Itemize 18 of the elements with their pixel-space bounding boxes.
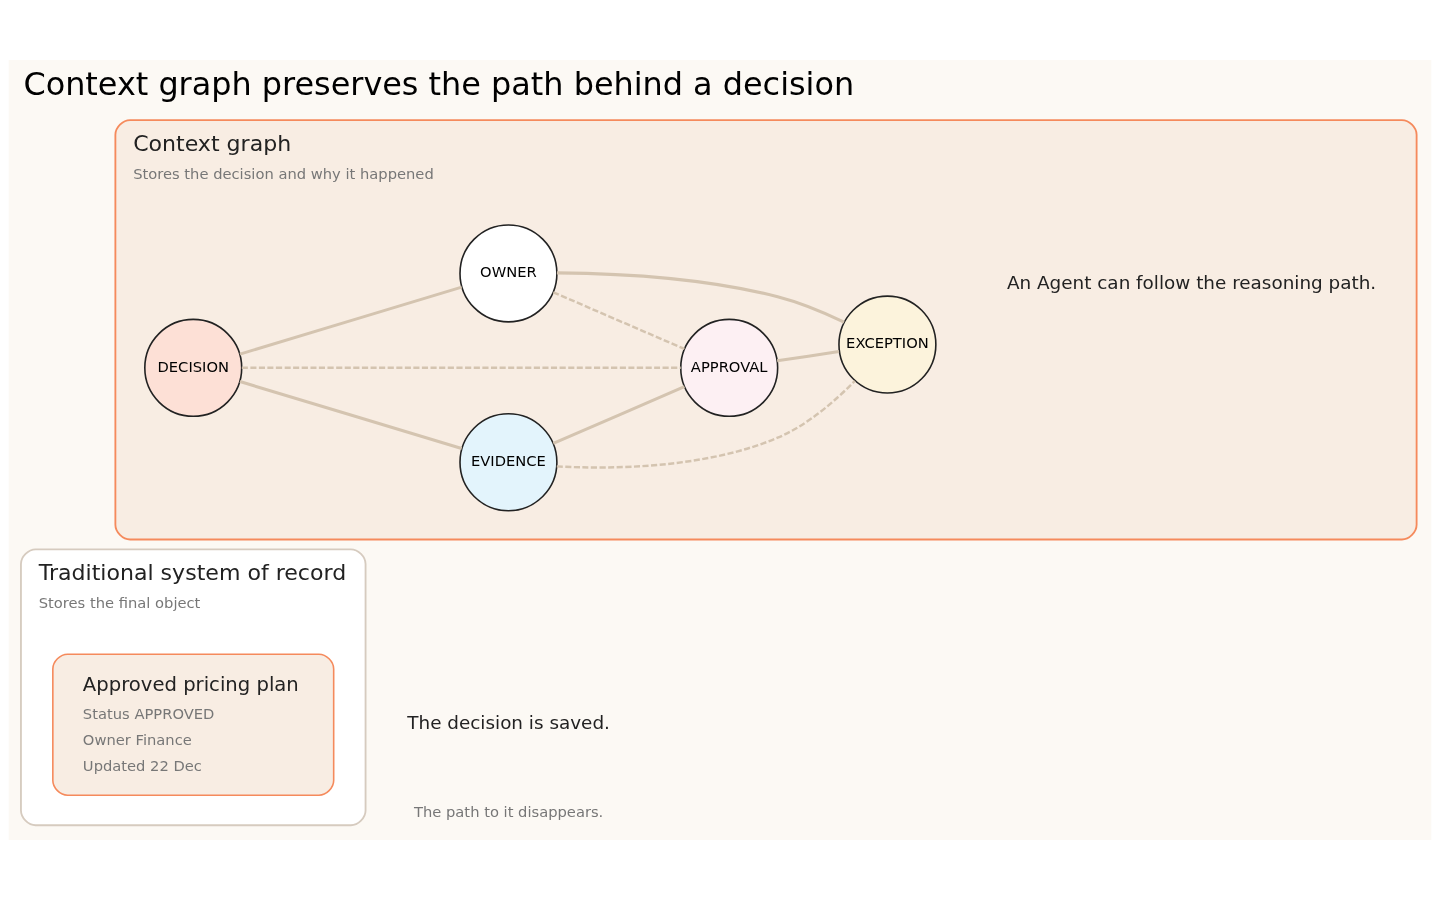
- connector: [239, 380, 463, 450]
- connector: [556, 380, 856, 469]
- connector: [556, 271, 845, 324]
- node-circle: EVIDENCE: [459, 413, 558, 512]
- connector: [239, 285, 463, 356]
- node-circle: OWNER: [459, 224, 558, 323]
- label: An Agent can follow the reasoning path.: [1006, 271, 1377, 293]
- connector: [552, 385, 685, 445]
- node-circle: APPROVAL: [679, 318, 779, 418]
- connector: [776, 350, 840, 363]
- connector: [552, 291, 685, 351]
- node-circle: DECISION: [144, 318, 243, 418]
- connector: [241, 366, 681, 370]
- node-circle: EXCEPTION: [838, 295, 937, 394]
- node-box: Approved pricing plan Status APPROVED Owner Finance Updated 22 Dec: [52, 653, 335, 797]
- label: The path to it disappears.: [414, 802, 604, 820]
- label: The decision is saved.: [407, 712, 610, 734]
- diagram-title: Context graph preserves the path behind a decision: [23, 65, 855, 104]
